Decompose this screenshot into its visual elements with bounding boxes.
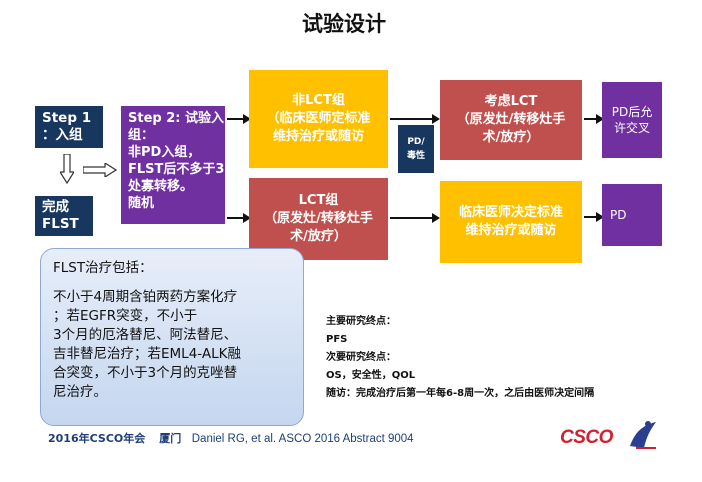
- step2-box: Step 2: 试验入组： 非PD入组， FLST后不多于3处寡转移。 随机: [121, 106, 225, 224]
- done-flst-label: 完成 FLST: [42, 199, 79, 232]
- non-lct-label: 非LCT组 （临床医师定标准 维持治疗或随访: [266, 93, 371, 144]
- logo-emblem-icon: [630, 421, 656, 449]
- arrow-to-pd: [584, 212, 604, 222]
- bottom-band: [0, 455, 702, 482]
- callout-body: 不小于4周期含铂两药方案化疗 ；若EGFR突变，不小于 3个月的厄洛替尼、阿法替…: [53, 289, 241, 400]
- lct-label: LCT组 （原发灶/转移灶手 术/放疗）: [264, 193, 373, 244]
- flst-callout: FLST治疗包括： 不小于4周期含铂两药方案化疗 ；若EGFR突变，不小于 3个…: [40, 248, 304, 426]
- secondary-endpoint-value: OS，安全性，QOL: [326, 370, 416, 381]
- done-flst-box: 完成 FLST: [35, 196, 93, 236]
- csco-logo: CSCO: [560, 418, 662, 450]
- pd-crossover-box: PD后允 许交叉: [602, 82, 662, 158]
- footer-citation: Daniel RG, et al. ASCO 2016 Abstract 900…: [191, 433, 414, 445]
- pd-label: PD: [610, 207, 627, 222]
- step1-box: Step 1 ：入组: [35, 106, 103, 148]
- followup-text: 随访：完成治疗后第一年每6-8周一次，之后由医师决定间隔: [326, 388, 595, 399]
- slide-title: 试验设计: [302, 12, 386, 36]
- non-lct-box: 非LCT组 （临床医师定标准 维持治疗或随访: [249, 70, 388, 168]
- primary-endpoint-label: 主要研究终点：: [326, 316, 396, 327]
- arrow-to-consider-lct: [390, 114, 440, 124]
- consider-lct-label: 考虑LCT （原发灶/转移灶手 术/放疗）: [456, 94, 566, 145]
- maintenance-label: 临床医师决定标准 维持治疗或随访: [458, 205, 563, 238]
- footer-conference: 2016年CSCO年会: [48, 432, 146, 445]
- slide: 试验设计 Step 1 ：入组 完成 FLST Step 2: 试验入组： 非P…: [18, 0, 670, 455]
- maintenance-box: 临床医师决定标准 维持治疗或随访: [440, 181, 582, 263]
- lct-box: LCT组 （原发灶/转移灶手 术/放疗）: [249, 178, 388, 260]
- consider-lct-box: 考虑LCT （原发灶/转移灶手 术/放疗）: [440, 80, 582, 160]
- right-arrow-icon: [83, 163, 117, 177]
- pd-box: PD: [602, 184, 662, 246]
- secondary-endpoint-label: 次要研究终点：: [326, 352, 396, 363]
- footer: 2016年CSCO年会 厦门 Daniel RG, et al. ASCO 20…: [48, 430, 414, 446]
- arrow-to-lct: [227, 213, 251, 223]
- footer-city: 厦门: [159, 432, 182, 445]
- endpoints-block: 主要研究终点： PFS 次要研究终点： OS，安全性，QOL 随访：完成治疗后第…: [326, 313, 666, 403]
- arrow-to-maint: [390, 213, 440, 223]
- pd-toxicity-box: PD/ 毒性: [398, 125, 434, 173]
- arrow-to-pd-crossover: [584, 114, 604, 124]
- step2-label: Step 2: 试验入组： 非PD入组， FLST后不多于3处寡转移。 随机: [128, 111, 225, 211]
- callout-heading: FLST治疗包括：: [53, 260, 153, 276]
- down-arrow-icon: [60, 154, 74, 184]
- csco-logo-text: CSCO: [560, 427, 613, 448]
- pd-toxicity-label: PD/ 毒性: [406, 137, 425, 161]
- primary-endpoint-value: PFS: [326, 334, 348, 345]
- step1-label: Step 1 ：入组: [42, 110, 92, 143]
- arrow-to-non-lct: [227, 114, 251, 124]
- pd-crossover-label: PD后允 许交叉: [611, 105, 653, 135]
